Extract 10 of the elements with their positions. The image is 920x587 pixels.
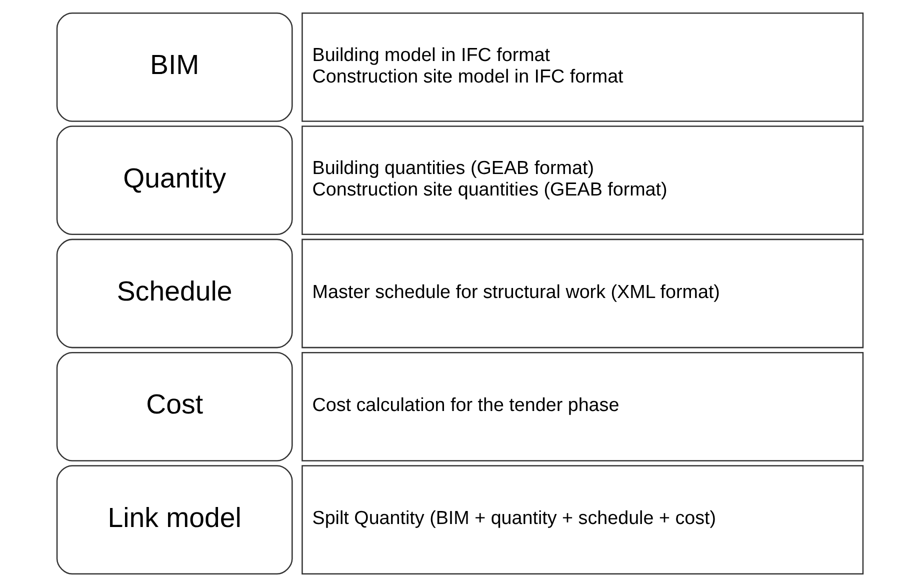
- node-box: Master schedule for structural work (XML format): [302, 238, 864, 348]
- node-box: Quantity: [56, 126, 293, 236]
- node-box: Link model: [56, 465, 293, 574]
- node-box: Building quantities (GEAB format) Construction site quantities (GEAB format): [302, 126, 864, 236]
- node-box: Building model in IFC format Construction site model in IFC format: [302, 12, 864, 122]
- node-box: Cost calculation for the tender phase: [302, 352, 864, 462]
- node-box: Spilt Quantity (BIM + quantity + schedule + cost): [302, 465, 864, 574]
- node-box: BIM: [56, 12, 293, 122]
- node-box: Schedule: [56, 238, 293, 348]
- node-box: Cost: [56, 352, 293, 462]
